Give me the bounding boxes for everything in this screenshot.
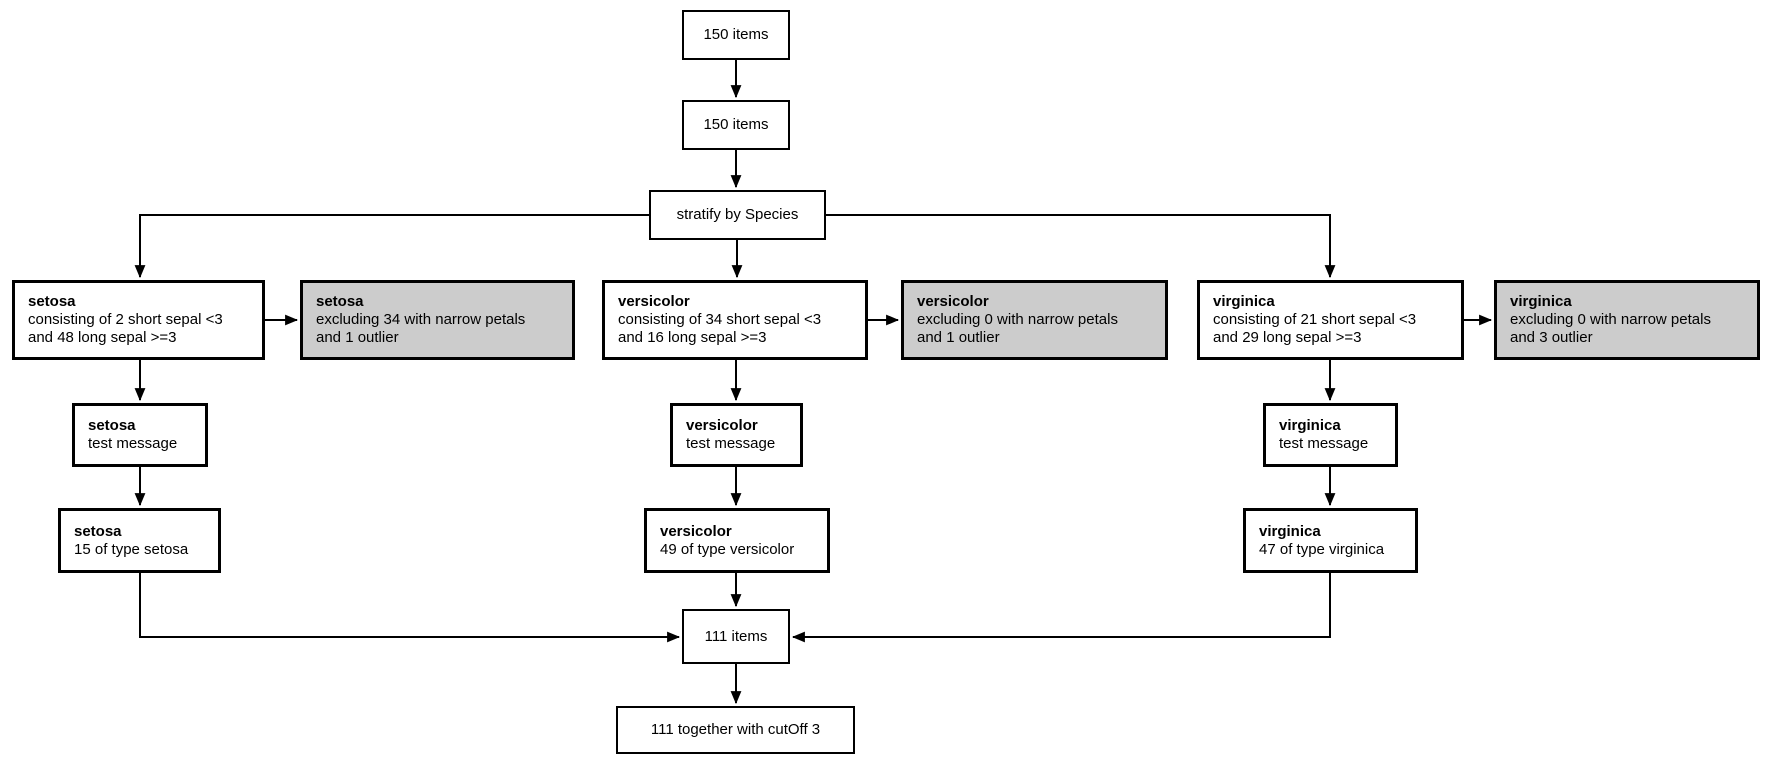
node-label: stratify by Species <box>676 206 799 223</box>
node-line: test message <box>686 435 776 452</box>
node-line: excluding 34 with narrow petals <box>316 311 526 328</box>
node-label: 150 items <box>703 116 769 133</box>
arrow-stratify-to-virginica <box>826 214 1336 279</box>
node-virginica-exclude: virginica excluding 0 with narrow petals… <box>1494 280 1760 360</box>
node-title: versicolor <box>618 293 690 310</box>
node-line: 49 of type versicolor <box>660 540 795 558</box>
node-title: setosa <box>88 417 136 434</box>
node-line: consisting of 21 short sepal <3 <box>1213 311 1417 328</box>
node-title: versicolor <box>917 293 989 310</box>
node-virginica-include: virginica consisting of 21 short sepal <… <box>1197 280 1464 360</box>
node-setosa-count: setosa 15 of type setosa <box>58 508 221 573</box>
node-line: test message <box>1279 435 1369 452</box>
node-source-items: 150 items <box>682 10 790 60</box>
node-versicolor-count: versicolor 49 of type versicolor <box>644 508 830 573</box>
node-line: excluding 0 with narrow petals <box>917 311 1118 328</box>
node-final-cutoff: 111 together with cutOff 3 <box>616 706 855 754</box>
node-stratify: stratify by Species <box>649 190 826 240</box>
node-title: versicolor <box>686 417 758 434</box>
node-title: virginica <box>1213 293 1275 310</box>
node-versicolor-message: versicolor test message <box>670 403 803 467</box>
node-title: setosa <box>316 293 364 310</box>
node-title: virginica <box>1279 417 1341 434</box>
node-line: and 3 outlier <box>1510 329 1593 346</box>
node-line: and 1 outlier <box>917 329 1000 346</box>
node-title: versicolor <box>660 522 732 540</box>
node-title: virginica <box>1510 293 1572 310</box>
node-line: test message <box>88 435 178 452</box>
node-title: setosa <box>74 522 122 540</box>
node-virginica-count: virginica 47 of type virginica <box>1243 508 1418 573</box>
node-versicolor-include: versicolor consisting of 34 short sepal … <box>602 280 868 360</box>
node-line: and 1 outlier <box>316 329 399 346</box>
node-line: and 48 long sepal >=3 <box>28 329 177 346</box>
node-line: 15 of type setosa <box>74 540 189 558</box>
node-title: virginica <box>1259 522 1321 540</box>
node-label: 111 together with cutOff 3 <box>650 721 821 738</box>
node-line: 47 of type virginica <box>1259 540 1385 558</box>
node-label: 111 items <box>704 627 768 645</box>
node-line: excluding 0 with narrow petals <box>1510 311 1711 328</box>
arrow-setosa-to-merge <box>139 573 681 643</box>
node-line: consisting of 2 short sepal <3 <box>28 311 223 328</box>
node-label: 150 items <box>703 26 769 43</box>
node-setosa-include: setosa consisting of 2 short sepal <3 an… <box>12 280 265 360</box>
node-line: and 29 long sepal >=3 <box>1213 329 1362 346</box>
arrow-virginica-to-merge <box>791 573 1331 643</box>
node-setosa-message: setosa test message <box>72 403 208 467</box>
node-virginica-message: virginica test message <box>1263 403 1398 467</box>
node-versicolor-exclude: versicolor excluding 0 with narrow petal… <box>901 280 1168 360</box>
node-line: consisting of 34 short sepal <3 <box>618 311 822 328</box>
node-line: and 16 long sepal >=3 <box>618 329 767 346</box>
node-items: 150 items <box>682 100 790 150</box>
node-title: setosa <box>28 293 76 310</box>
arrow-stratify-to-setosa <box>134 214 649 279</box>
node-setosa-exclude: setosa excluding 34 with narrow petals a… <box>300 280 575 360</box>
node-merge-items: 111 items <box>682 609 790 664</box>
